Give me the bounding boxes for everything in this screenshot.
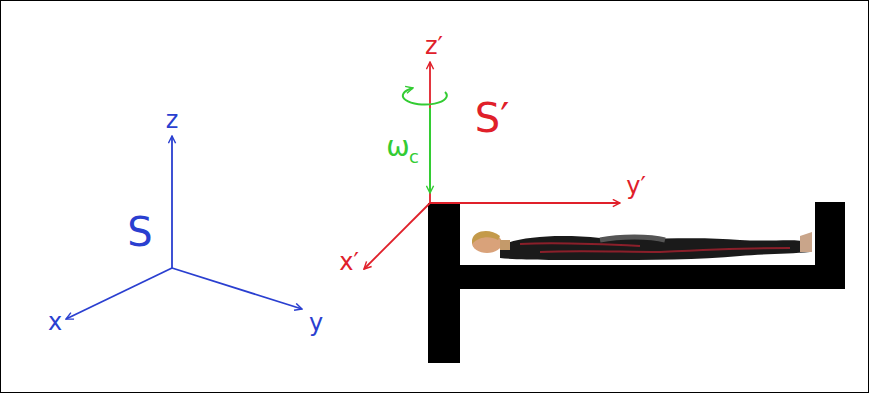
person bbox=[472, 231, 812, 260]
frame-s-axes bbox=[66, 136, 302, 319]
frame-s-prime-axes bbox=[364, 62, 620, 269]
axis-label: z bbox=[166, 108, 179, 132]
axis-label: z′ bbox=[425, 34, 443, 58]
angular-velocity-symbol: ω bbox=[386, 133, 409, 161]
axis-label: y bbox=[309, 311, 323, 335]
bed bbox=[428, 202, 845, 363]
axis-label: y′ bbox=[626, 174, 646, 198]
angular-velocity-subscript: c bbox=[409, 148, 419, 166]
frame-label: S bbox=[127, 212, 152, 252]
axis-label: x bbox=[48, 310, 62, 334]
axis-label: x′ bbox=[339, 250, 359, 274]
frame-label: S′ bbox=[475, 98, 509, 138]
